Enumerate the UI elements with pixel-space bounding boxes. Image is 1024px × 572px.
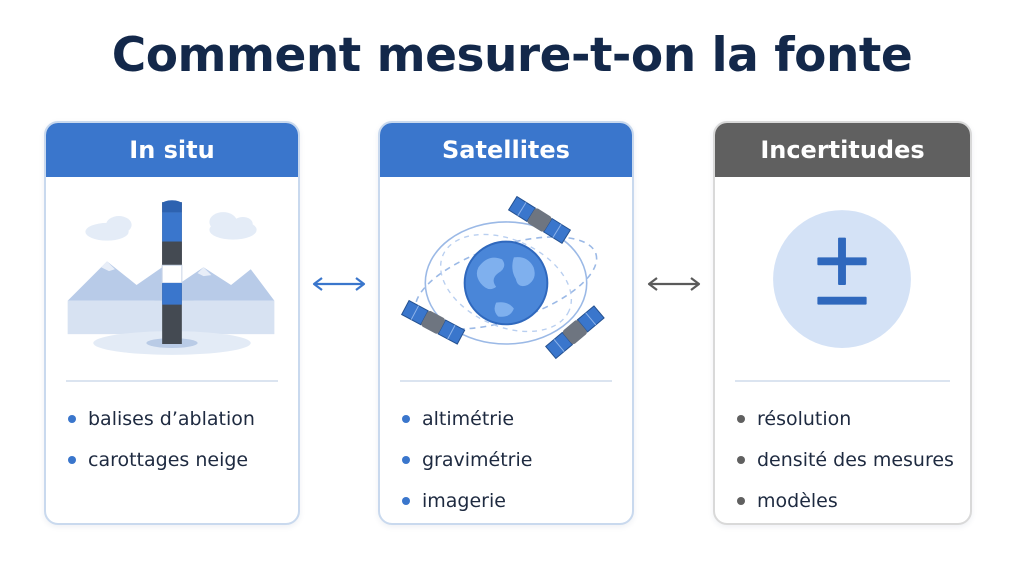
double-arrow-icon [312, 277, 366, 291]
list-item: balises d’ablation [68, 398, 255, 439]
list-item: carottages neige [68, 439, 255, 480]
page-title: Comment mesure-t-on la fonte [111, 28, 913, 83]
card-header-incertitudes: Incertitudes [715, 123, 970, 177]
bullet-icon [68, 414, 76, 423]
card-divider [400, 380, 612, 382]
list-item: modèles [737, 480, 954, 521]
card-header-satellites: Satellites [380, 123, 632, 177]
card-list-incertitudes: résolution densité des mesures modèles [737, 398, 954, 521]
card-satellites: Satellites [378, 121, 634, 525]
card-list-satellites: altimétrie gravimétrie imagerie [402, 398, 532, 521]
card-list-in-situ: balises d’ablation carottages neige [68, 398, 255, 480]
card-divider [66, 380, 278, 382]
list-item: densité des mesures [737, 439, 954, 480]
bullet-icon [737, 414, 745, 423]
double-arrow-icon [647, 277, 701, 291]
list-item: altimétrie [402, 398, 532, 439]
bullet-icon [402, 496, 410, 505]
card-header-in-situ: In situ [46, 123, 298, 177]
card-incertitudes: Incertitudes résolution densité des mesu… [713, 121, 972, 525]
bullet-icon [737, 496, 745, 505]
card-in-situ: In situ balises d’ablation carottages ne… [44, 121, 300, 525]
bullet-icon [68, 455, 76, 464]
bullet-icon [737, 455, 745, 464]
list-item: imagerie [402, 480, 532, 521]
bullet-icon [402, 455, 410, 464]
ablation-stake-icon [67, 200, 275, 355]
plus-minus-icon [773, 210, 911, 348]
earth-satellites-icon [400, 195, 605, 360]
bullet-icon [402, 414, 410, 423]
list-item: gravimétrie [402, 439, 532, 480]
card-divider [735, 380, 950, 382]
list-item: résolution [737, 398, 954, 439]
